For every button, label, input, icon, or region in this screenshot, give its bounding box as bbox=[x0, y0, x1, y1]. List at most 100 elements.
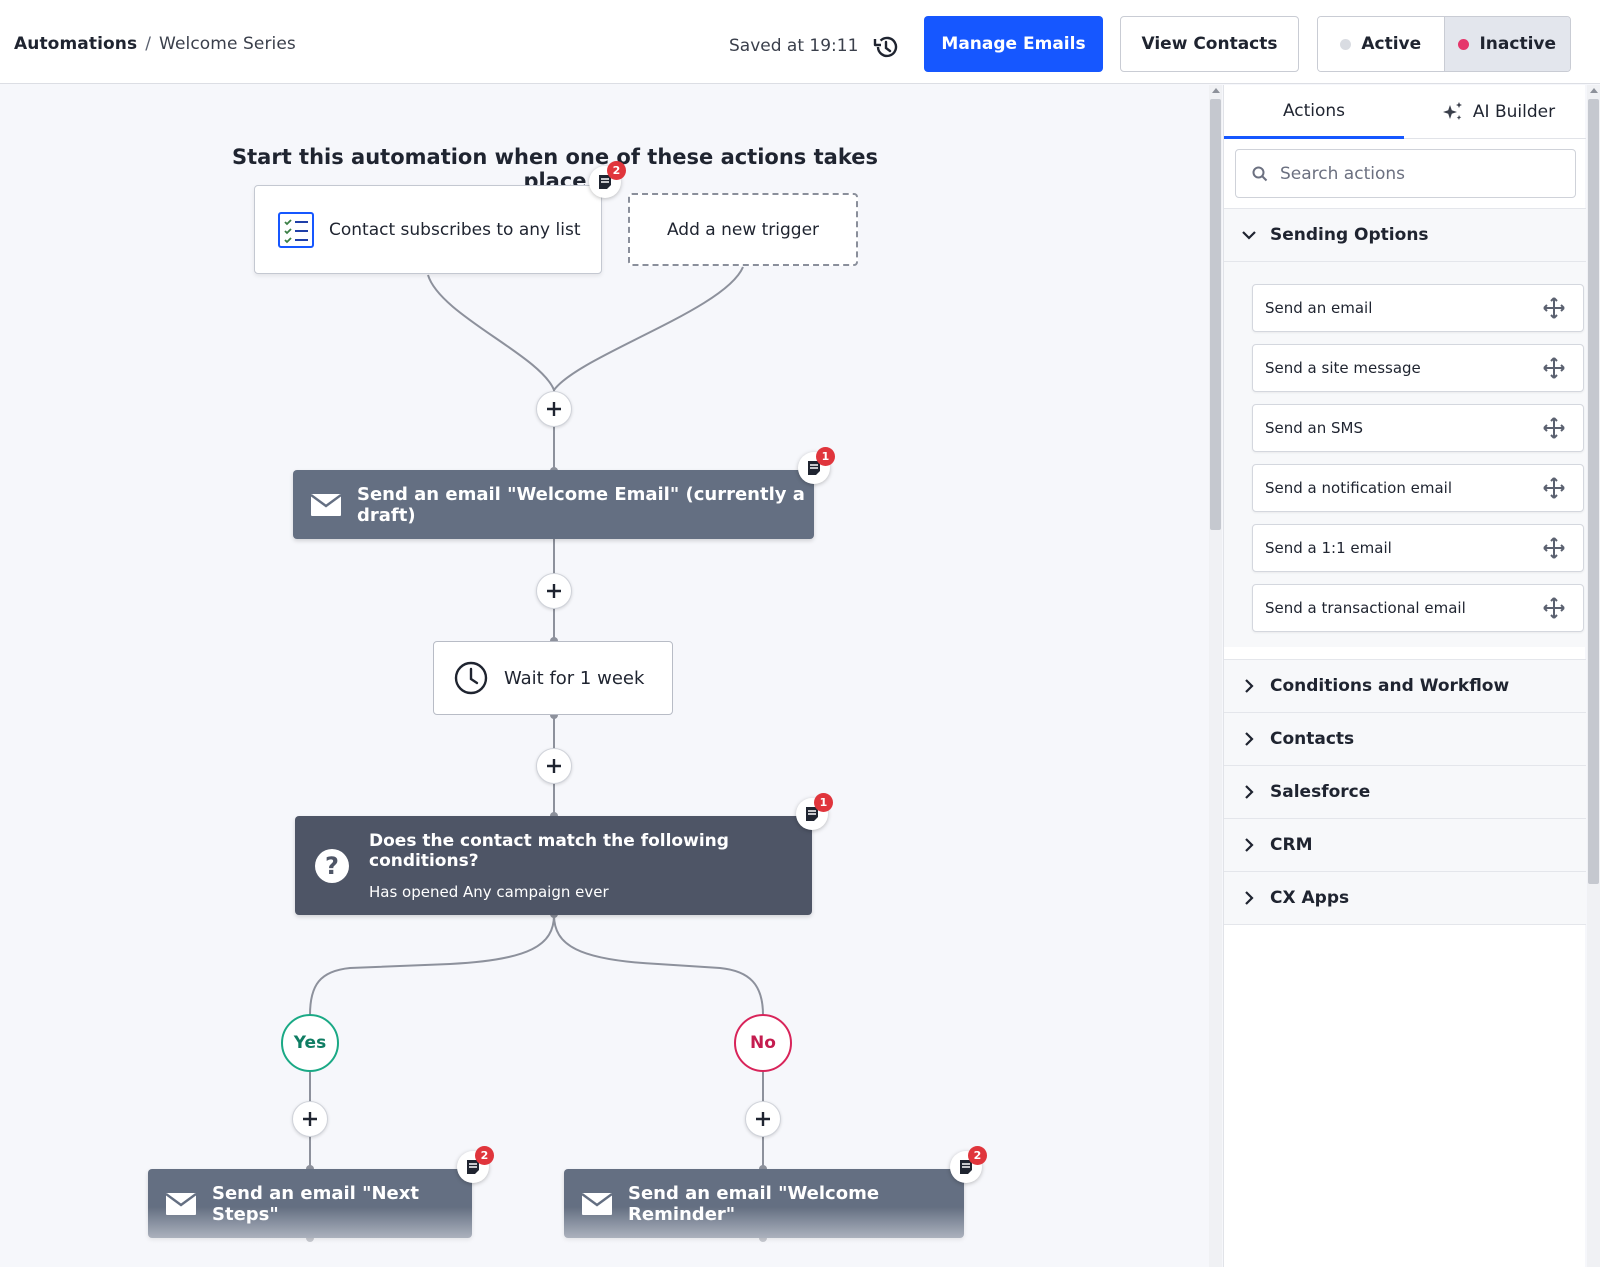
inactive-toggle-option[interactable]: Inactive bbox=[1443, 17, 1570, 71]
section-sending-options[interactable]: Sending Options bbox=[1224, 208, 1586, 261]
send-email-step[interactable]: Send an email "Welcome Email" (currently… bbox=[293, 470, 814, 539]
clock-icon bbox=[454, 661, 488, 695]
note-icon bbox=[467, 1160, 479, 1174]
drag-handle-icon[interactable] bbox=[1543, 477, 1565, 499]
search-icon bbox=[1252, 166, 1268, 181]
trigger-label: Contact subscribes to any list bbox=[329, 219, 581, 240]
add-step-button[interactable] bbox=[292, 1101, 328, 1137]
condition-title: Does the contact match the following con… bbox=[369, 830, 729, 871]
wait-step[interactable]: Wait for 1 week bbox=[433, 641, 673, 715]
wait-step-label: Wait for 1 week bbox=[504, 667, 645, 689]
section-label: CRM bbox=[1270, 835, 1313, 855]
chevron-right-icon bbox=[1245, 732, 1254, 746]
sending-options-list: Send an email Send a site message Send a… bbox=[1224, 261, 1586, 647]
trigger-card[interactable]: Contact subscribes to any list bbox=[254, 185, 602, 274]
list-checklist-icon bbox=[278, 211, 314, 248]
drag-handle-icon[interactable] bbox=[1543, 597, 1565, 619]
action-label: Send an SMS bbox=[1265, 419, 1363, 437]
envelope-icon bbox=[311, 493, 341, 516]
section-conditions-and-workflow[interactable]: Conditions and Workflow bbox=[1224, 659, 1586, 712]
condition-step[interactable]: ? Does the contact match the following c… bbox=[295, 816, 812, 915]
tab-ai-builder-label: AI Builder bbox=[1472, 102, 1556, 122]
step-notes-badge[interactable]: 2 bbox=[457, 1146, 494, 1183]
condition-notes-badge[interactable]: 1 bbox=[796, 793, 833, 830]
trigger-notes-badge[interactable]: 2 bbox=[589, 161, 626, 198]
action-label: Send a 1:1 email bbox=[1265, 539, 1392, 557]
plus-icon bbox=[303, 1112, 317, 1126]
add-trigger-button[interactable]: Add a new trigger bbox=[628, 193, 858, 266]
tab-actions[interactable]: Actions bbox=[1224, 85, 1404, 139]
drag-handle-icon[interactable] bbox=[1543, 357, 1565, 379]
step-notes-badge[interactable]: 2 bbox=[950, 1146, 987, 1183]
section-contacts[interactable]: Contacts bbox=[1224, 712, 1586, 765]
panel-divider bbox=[1224, 924, 1586, 925]
plus-icon bbox=[756, 1112, 770, 1126]
status-toggle: Active Inactive bbox=[1317, 16, 1571, 72]
chevron-right-icon bbox=[1245, 785, 1254, 799]
section-cx-apps[interactable]: CX Apps bbox=[1224, 871, 1586, 924]
scroll-up-arrow-icon[interactable] bbox=[1590, 88, 1598, 93]
notes-count: 2 bbox=[607, 161, 626, 180]
panel-scrollbar[interactable] bbox=[1587, 85, 1600, 1267]
action-label: Send a notification email bbox=[1265, 479, 1452, 497]
action-send-1-1-email[interactable]: Send a 1:1 email bbox=[1252, 524, 1584, 572]
panel-tabs: Actions AI Builder bbox=[1224, 85, 1586, 139]
action-send-sms[interactable]: Send an SMS bbox=[1252, 404, 1584, 452]
section-crm[interactable]: CRM bbox=[1224, 818, 1586, 871]
status-dot-icon bbox=[1458, 38, 1470, 50]
section-label: Salesforce bbox=[1270, 782, 1371, 802]
condition-detail: Has opened Any campaign ever bbox=[369, 882, 609, 901]
search-box bbox=[1235, 149, 1576, 198]
action-send-notification-email[interactable]: Send a notification email bbox=[1252, 464, 1584, 512]
drag-handle-icon[interactable] bbox=[1543, 297, 1565, 319]
notes-count: 1 bbox=[814, 793, 833, 812]
step-notes-badge[interactable]: 1 bbox=[798, 447, 835, 484]
canvas-scrollbar[interactable] bbox=[1209, 85, 1222, 1267]
manage-emails-button[interactable]: Manage Emails bbox=[924, 16, 1103, 72]
section-label: Contacts bbox=[1270, 729, 1355, 749]
panel-scrollbar-thumb[interactable] bbox=[1588, 99, 1599, 884]
add-step-button[interactable] bbox=[745, 1101, 781, 1137]
action-send-transactional-email[interactable]: Send a transactional email bbox=[1252, 584, 1584, 632]
question-icon: ? bbox=[315, 848, 349, 883]
breadcrumb-separator: / bbox=[145, 34, 152, 54]
search-input[interactable] bbox=[1280, 163, 1560, 184]
scroll-up-arrow-icon[interactable] bbox=[1212, 88, 1220, 93]
add-step-button[interactable] bbox=[536, 748, 572, 784]
chevron-down-icon bbox=[1242, 231, 1256, 240]
actions-panel: Actions AI Builder Sending Options Send … bbox=[1223, 85, 1586, 1267]
workflow-canvas[interactable]: Start this automation when one of these … bbox=[0, 85, 1209, 1267]
breadcrumb: Automations / Welcome Series bbox=[14, 34, 296, 54]
active-toggle-option[interactable]: Active bbox=[1318, 17, 1444, 71]
add-step-button[interactable] bbox=[536, 573, 572, 609]
breadcrumb-current: Welcome Series bbox=[159, 34, 296, 54]
view-contacts-button[interactable]: View Contacts bbox=[1120, 16, 1299, 72]
add-step-button[interactable] bbox=[536, 391, 572, 427]
note-icon bbox=[599, 175, 611, 189]
tab-ai-builder[interactable]: AI Builder bbox=[1410, 85, 1586, 139]
send-email-step-label: Send an email "Welcome Email" (currently… bbox=[357, 483, 805, 526]
yes-branch[interactable]: Yes bbox=[281, 1014, 339, 1072]
action-label: Send a transactional email bbox=[1265, 599, 1466, 617]
history-icon[interactable] bbox=[872, 33, 900, 61]
note-icon bbox=[960, 1160, 972, 1174]
section-label: Sending Options bbox=[1270, 225, 1429, 245]
action-send-email[interactable]: Send an email bbox=[1252, 284, 1584, 332]
canvas-scrollbar-thumb[interactable] bbox=[1210, 99, 1221, 530]
breadcrumb-automations-link[interactable]: Automations bbox=[14, 34, 138, 54]
top-bar: Automations/Welcome Series Saved at 19:1… bbox=[0, 0, 1600, 84]
no-branch[interactable]: No bbox=[734, 1014, 792, 1072]
drag-handle-icon[interactable] bbox=[1543, 537, 1565, 559]
drag-handle-icon[interactable] bbox=[1543, 417, 1565, 439]
action-label: Send a site message bbox=[1265, 359, 1421, 377]
active-label: Active bbox=[1361, 34, 1422, 54]
note-icon bbox=[808, 461, 820, 475]
action-label: Send an email bbox=[1265, 299, 1373, 317]
chevron-right-icon bbox=[1245, 838, 1254, 852]
notes-count: 2 bbox=[968, 1146, 987, 1165]
section-salesforce[interactable]: Salesforce bbox=[1224, 765, 1586, 818]
chevron-right-icon bbox=[1245, 891, 1254, 905]
plus-icon bbox=[547, 584, 561, 598]
action-send-site-message[interactable]: Send a site message bbox=[1252, 344, 1584, 392]
notes-count: 2 bbox=[475, 1146, 494, 1165]
